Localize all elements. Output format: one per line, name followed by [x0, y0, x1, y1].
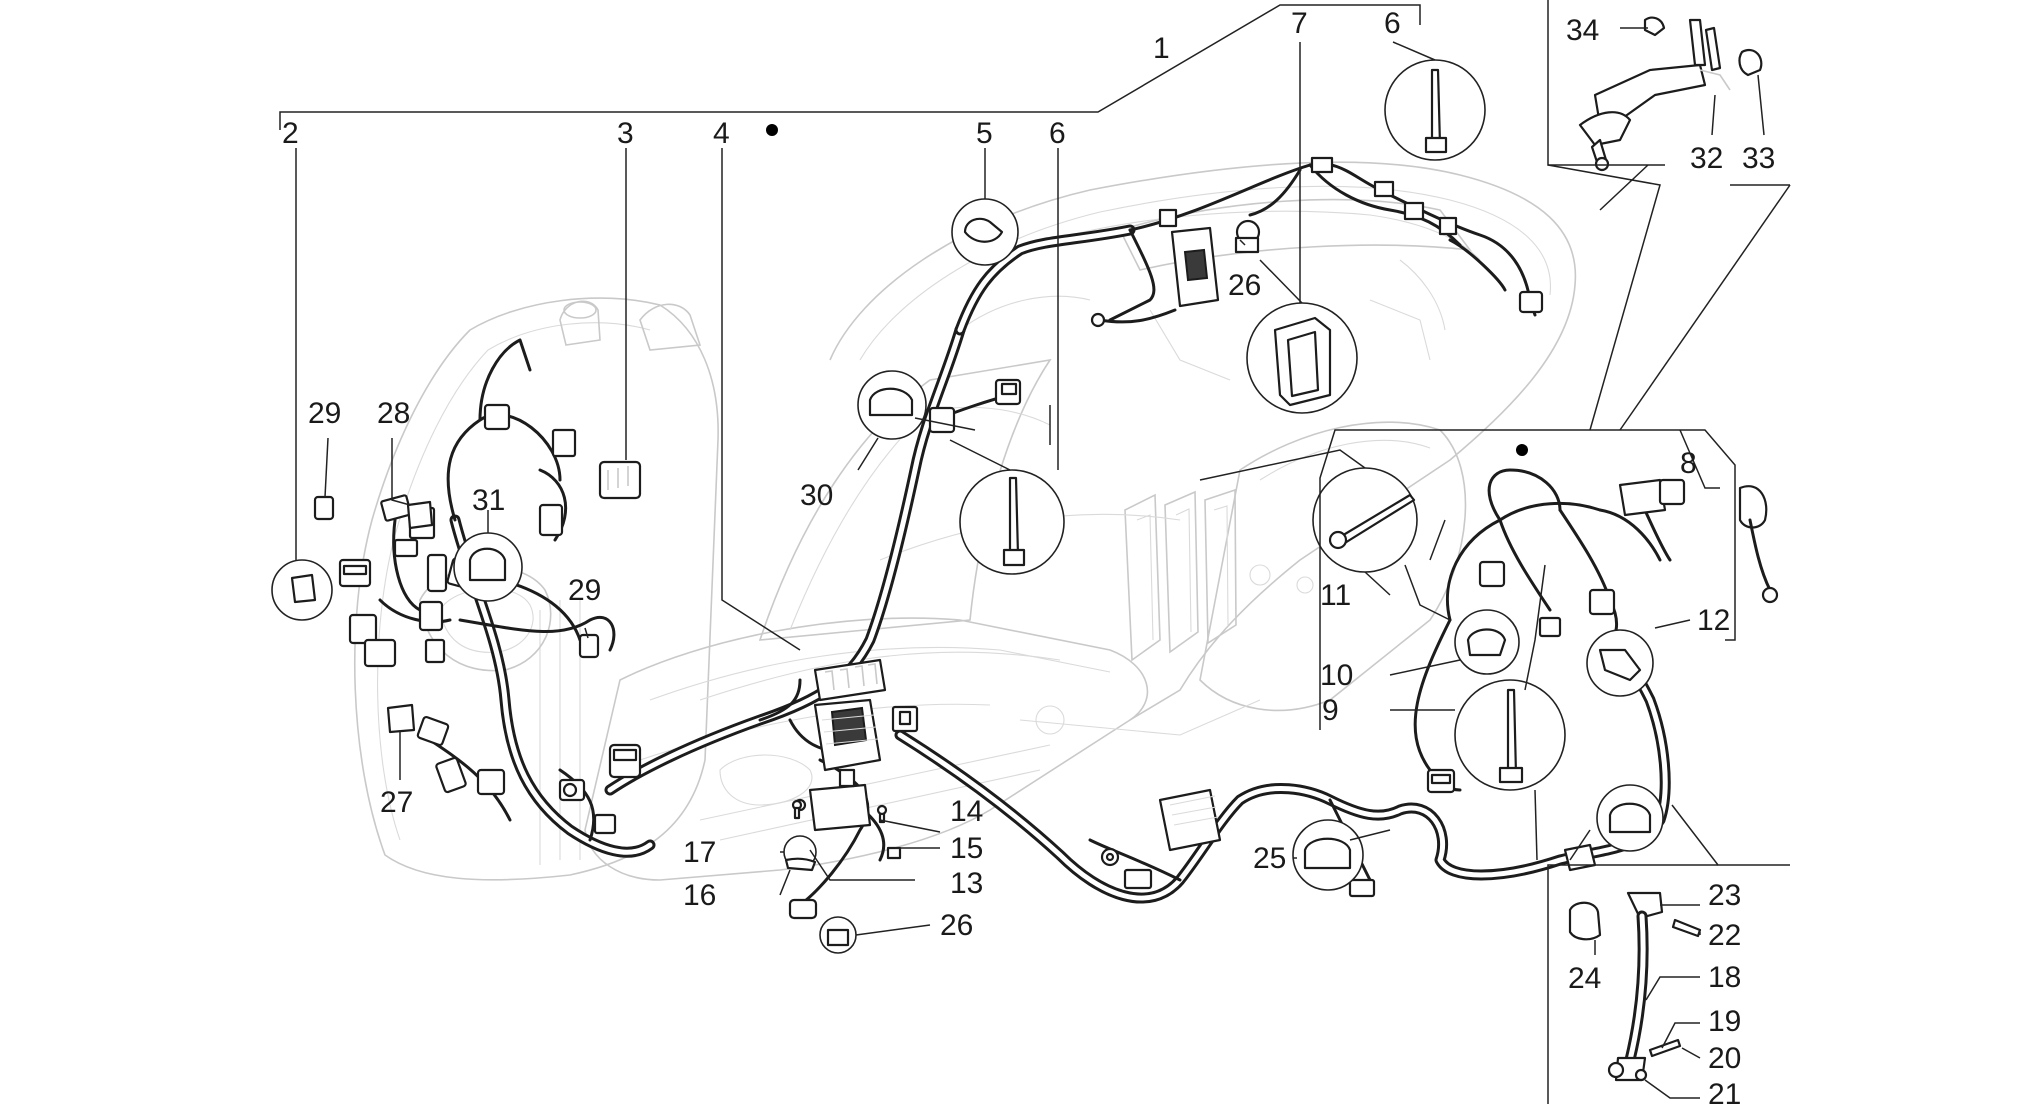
detail-callouts — [271, 59, 1664, 954]
callout-6-upper: 6 — [1384, 7, 1401, 40]
callout-29-right: 29 — [568, 574, 601, 607]
callout-9: 9 — [1322, 694, 1339, 727]
callout-30: 30 — [800, 479, 833, 512]
callout-23: 23 — [1708, 879, 1741, 912]
callout-6-lower: 6 — [1049, 117, 1066, 150]
rear-light-switch-unit — [1090, 226, 1220, 328]
callout-1: 1 — [1153, 32, 1170, 65]
callout-15: 15 — [950, 832, 983, 865]
side-louvres — [1124, 488, 1237, 662]
callout-8: 8 — [1680, 447, 1697, 480]
callout-12: 12 — [1697, 604, 1730, 637]
callout-27: 27 — [380, 786, 413, 819]
callout-4: 4 — [713, 117, 730, 150]
callout-21: 21 — [1708, 1078, 1741, 1104]
callout-34: 34 — [1566, 14, 1599, 47]
callout-17: 17 — [683, 836, 716, 869]
callout-11: 11 — [1320, 579, 1351, 612]
callout-24: 24 — [1568, 962, 1601, 995]
callout-28: 28 — [377, 397, 410, 430]
callout-14: 14 — [950, 795, 983, 828]
callout-7: 7 — [1291, 7, 1308, 40]
callout-29-left: 29 — [308, 397, 341, 430]
callout-26-lower: 26 — [940, 909, 973, 942]
main-wiring-harness — [378, 162, 1537, 907]
callout-20: 20 — [1708, 1042, 1741, 1075]
relay-bracket-assembly — [1578, 16, 1763, 172]
marker-dot — [1516, 444, 1528, 456]
callout-18: 18 — [1708, 961, 1741, 994]
leader-lines — [295, 27, 1791, 1099]
callout-2: 2 — [282, 117, 299, 150]
callout-numbers: 1 2 3 4 5 6 6 7 8 9 10 11 12 13 14 15 16… — [282, 7, 1775, 1104]
callout-22: 22 — [1708, 919, 1741, 952]
fuse-block — [813, 658, 887, 702]
callout-3: 3 — [617, 117, 634, 150]
callout-32: 32 — [1690, 142, 1723, 175]
callout-33: 33 — [1742, 142, 1775, 175]
earth-cable-assembly — [1568, 891, 1702, 1082]
callout-13: 13 — [950, 867, 983, 900]
group-brackets — [279, 0, 1790, 1104]
callout-5: 5 — [976, 117, 993, 150]
callout-16: 16 — [683, 879, 716, 912]
callout-19: 19 — [1708, 1005, 1741, 1038]
callout-25: 25 — [1253, 842, 1286, 875]
callout-10: 10 — [1320, 659, 1353, 692]
callout-31: 31 — [472, 484, 505, 517]
marker-dot — [766, 124, 778, 136]
voltage-regulator — [813, 698, 882, 772]
callout-26-upper: 26 — [1228, 269, 1261, 302]
